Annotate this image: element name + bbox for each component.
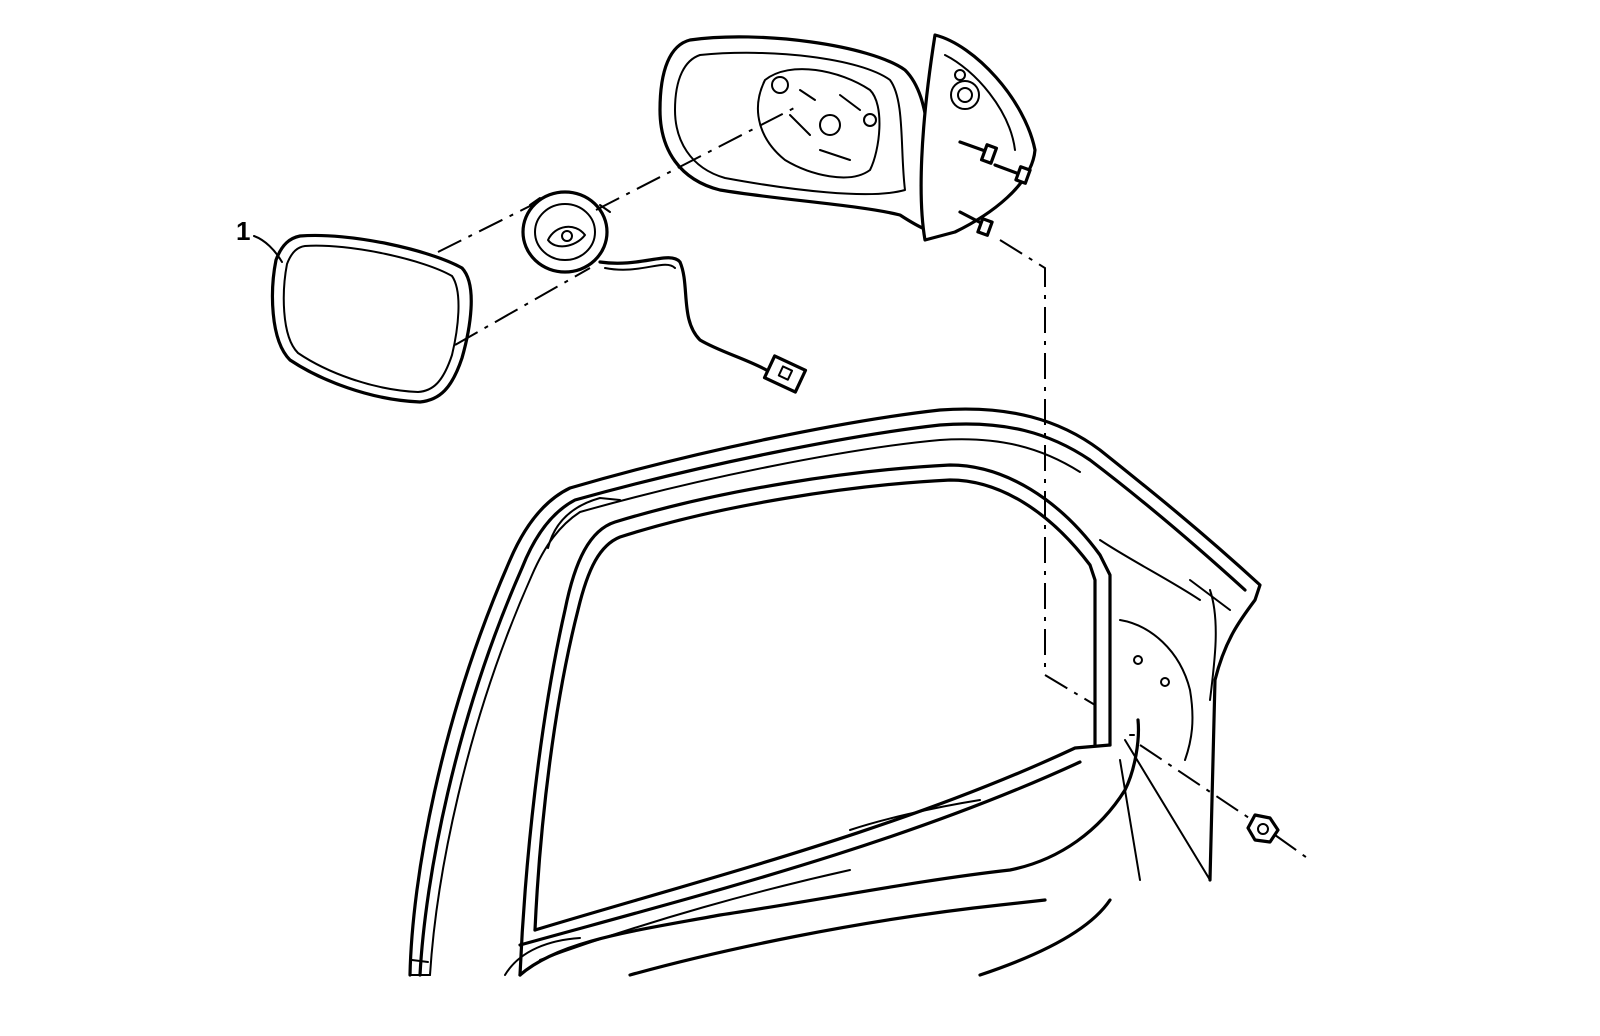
mirror-housing <box>658 33 1037 242</box>
callout-1: 1 <box>236 216 283 263</box>
door-frame <box>408 407 1262 977</box>
mounting-nut <box>1246 813 1280 844</box>
assembly-guide-lines <box>437 104 1311 861</box>
callout-label: 1 <box>236 216 250 246</box>
mirror-glass <box>270 233 473 404</box>
mirror-actuator <box>521 190 808 394</box>
mounting-studs <box>958 140 1032 237</box>
